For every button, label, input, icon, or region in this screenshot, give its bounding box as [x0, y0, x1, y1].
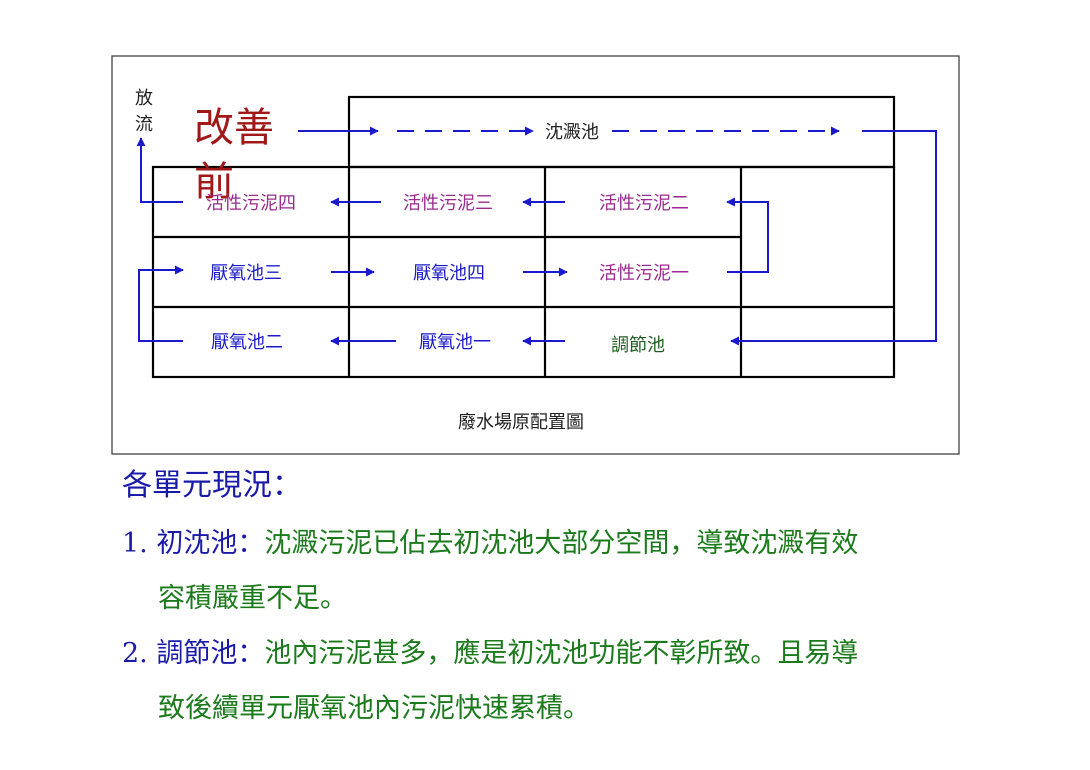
outflow-label-1: 放 [135, 88, 153, 109]
sludge2-label: 活性污泥二 [599, 193, 689, 214]
arrow-sedimentation-to-equalization [730, 130, 937, 346]
arrow-sludge1-to-sludge2 [726, 197, 769, 273]
note-2-line1: 池內污泥甚多，應是初沈池功能不彰所致。且易導 [264, 638, 859, 669]
outflow-label-2: 流 [135, 114, 153, 135]
sludge3-label: 活性污泥三 [403, 193, 493, 214]
note-1-label: 初沈池： [156, 528, 265, 559]
note-1-line2: 容積嚴重不足。 [158, 583, 347, 614]
anaerobic2-label: 厭氧池二 [211, 332, 283, 353]
wastewater-layout-diagram: 放 流 改善 前 沈澱池 活性污泥四 活性污泥三 活性污泥二 厭氧池三 厭氧池四… [111, 55, 960, 455]
before-label-1: 改善 [194, 105, 274, 151]
note-item-2: 2. 調節池：池內污泥甚多，應是初沈池功能不彰所致。且易導 [122, 626, 858, 681]
anaerobic1-label: 厭氧池一 [419, 332, 491, 353]
note-2-line2: 致後續單元厭氧池內污泥快速累積。 [158, 693, 590, 724]
notes-heading: 各單元現況： [122, 468, 302, 503]
diagram-caption: 廢水場原配置圖 [458, 412, 584, 433]
note-1-number: 1. [122, 528, 148, 559]
note-item-2-continued: 致後續單元厭氧池內污泥快速累積。 [122, 681, 590, 736]
sedimentation-label: 沈澱池 [545, 122, 599, 143]
flow-arrows [136, 126, 937, 346]
note-item-1-continued: 容積嚴重不足。 [122, 571, 347, 626]
arrow-anaerobic2-to-anaerobic3 [138, 265, 184, 342]
before-label-2: 前 [194, 159, 234, 205]
diagram-frame [111, 55, 960, 455]
equalization-label: 調節池 [611, 335, 665, 356]
sludge4-label: 活性污泥四 [206, 193, 296, 214]
anaerobic4-label: 厭氧池四 [413, 263, 485, 284]
note-1-line1: 沈澱污泥已佔去初沈池大部分空間，導致沈澱有效 [264, 528, 859, 559]
anaerobic3-label: 厭氧池三 [210, 263, 282, 284]
note-2-label: 調節池： [156, 638, 265, 669]
arrow-to-outflow [136, 137, 183, 203]
note-2-number: 2. [122, 638, 148, 669]
note-item-1: 1. 初沈池：沈澱污泥已佔去初沈池大部分空間，導致沈澱有效 [122, 516, 858, 571]
sludge1-label: 活性污泥一 [599, 263, 689, 284]
